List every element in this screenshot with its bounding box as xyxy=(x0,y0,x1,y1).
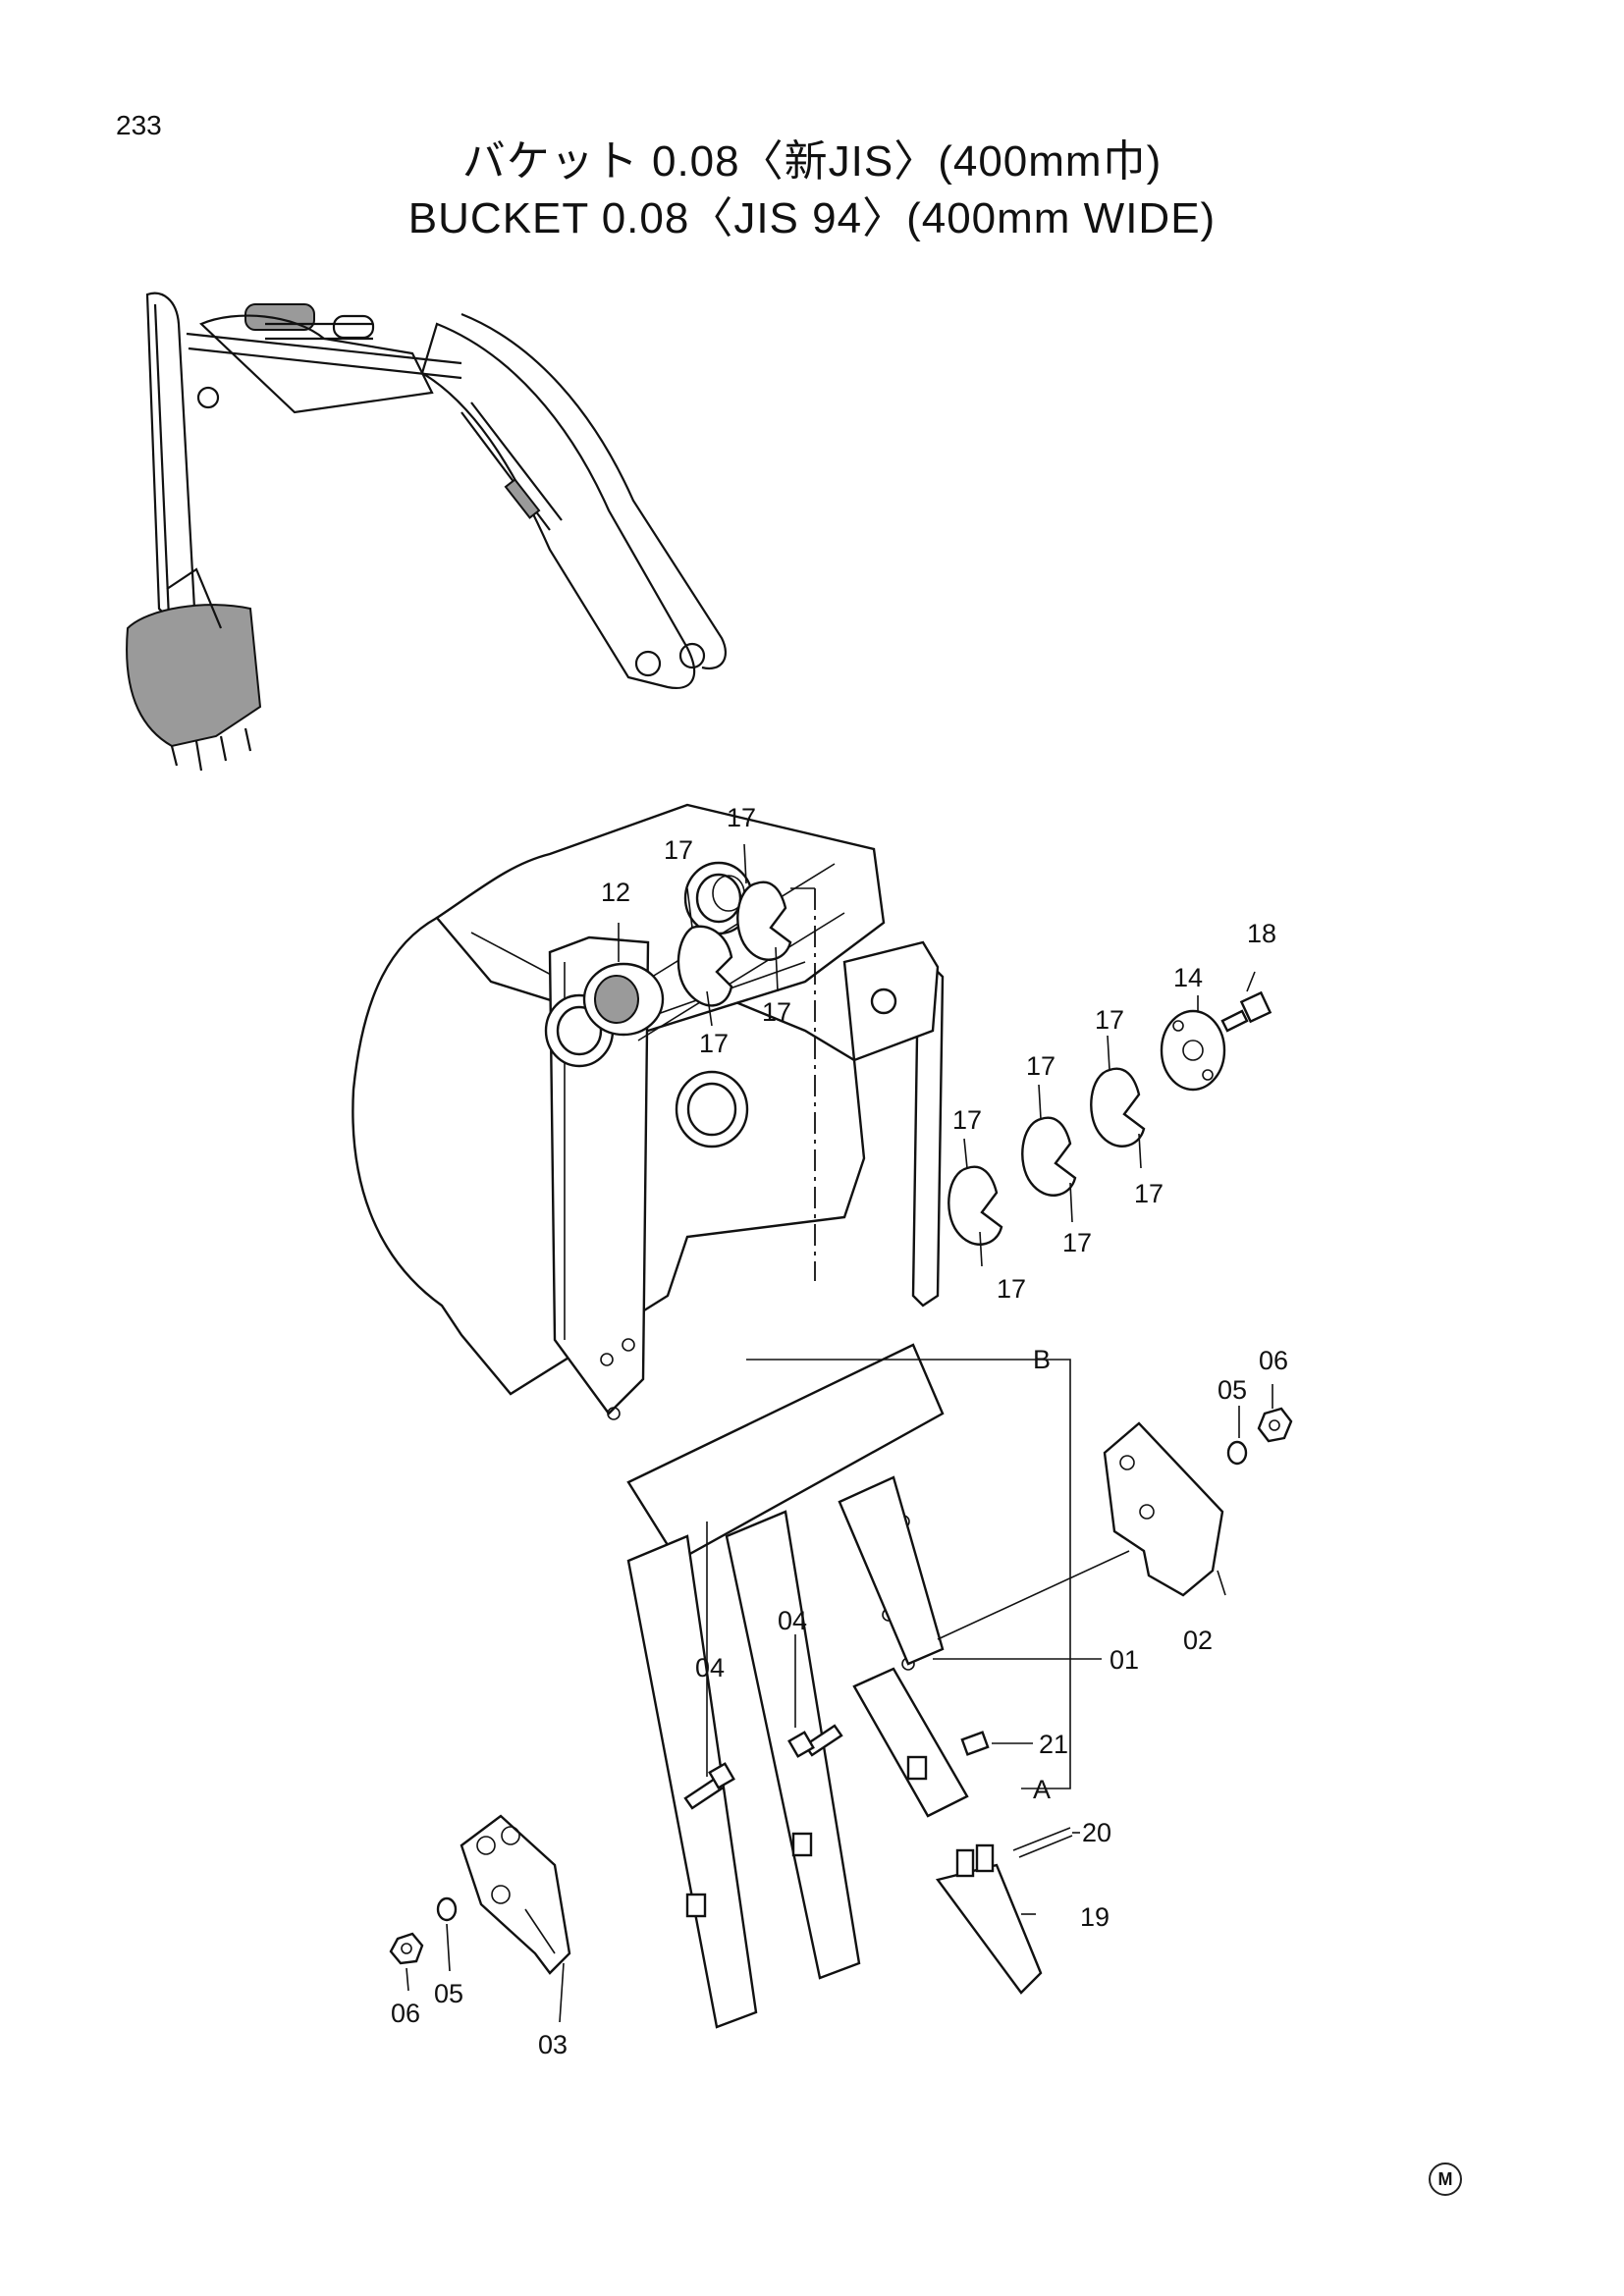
pin-boss-front xyxy=(675,1070,749,1148)
callout-20: 20 xyxy=(1082,1818,1111,1847)
callout-02: 02 xyxy=(1183,1626,1213,1655)
callout-17: 17 xyxy=(727,803,756,832)
callout-17: 17 xyxy=(664,835,693,865)
callout-21: 21 xyxy=(1039,1730,1068,1759)
callout-A: A xyxy=(1033,1775,1051,1804)
bucket-body xyxy=(352,803,945,1671)
title-japanese: バケット 0.08〈新JIS〉(400mm巾) xyxy=(461,137,1163,186)
part-04-bolt-right xyxy=(787,1724,843,1758)
callout-01: 01 xyxy=(1110,1645,1139,1675)
callout-05: 05 xyxy=(434,1979,463,2008)
page-number: 233 xyxy=(116,110,162,140)
part-17-shims-right xyxy=(947,1067,1146,1246)
part-06-nut-left xyxy=(389,1932,424,1965)
part-03-side-cutter xyxy=(460,1814,571,1975)
callout-17: 17 xyxy=(699,1029,729,1058)
part-17-shims-upper xyxy=(677,881,792,1007)
part-05-washer-right xyxy=(1226,1440,1248,1466)
callout-17: 17 xyxy=(1062,1228,1092,1257)
title-english: BUCKET 0.08〈JIS 94〉(400mm WIDE) xyxy=(407,194,1217,242)
callout-17: 17 xyxy=(1134,1179,1164,1208)
callout-17: 17 xyxy=(1026,1051,1056,1081)
part-06-nut-right xyxy=(1257,1407,1293,1443)
callout-04: 04 xyxy=(778,1606,807,1635)
callout-04: 04 xyxy=(695,1653,725,1682)
callout-labels: 12 17 17 17 17 17 17 17 17 17 17 18 14 B… xyxy=(391,803,1288,2059)
part-19-tooth xyxy=(935,1843,1043,1995)
part-05-washer-left xyxy=(436,1896,458,1922)
callout-B: B xyxy=(1033,1345,1051,1374)
callout-06: 06 xyxy=(1259,1346,1288,1375)
part-18-bolt xyxy=(1220,990,1272,1033)
part-12-bushing xyxy=(582,962,665,1037)
callout-12: 12 xyxy=(601,878,630,907)
callout-18: 18 xyxy=(1247,919,1276,948)
corner-m-mark: M xyxy=(1429,2163,1462,2196)
callout-14: 14 xyxy=(1173,963,1203,992)
callout-17: 17 xyxy=(997,1274,1026,1304)
callout-17: 17 xyxy=(1095,1005,1124,1035)
excavator-arm-inset xyxy=(126,292,728,772)
part-04-bolt-left xyxy=(683,1762,735,1810)
part-21-pin xyxy=(960,1731,990,1756)
part-20-lock xyxy=(1012,1827,1073,1858)
callout-17: 17 xyxy=(952,1105,982,1135)
part-02-side-cutter xyxy=(1103,1421,1224,1597)
leader-lines xyxy=(406,843,1273,2023)
callout-03: 03 xyxy=(538,2030,568,2059)
callout-17: 17 xyxy=(762,997,791,1027)
callout-06: 06 xyxy=(391,1999,420,2028)
callout-19: 19 xyxy=(1080,1902,1110,1932)
callout-05: 05 xyxy=(1218,1375,1247,1405)
part-14-plate xyxy=(1160,1009,1226,1092)
adapter-shank xyxy=(852,1667,969,1818)
